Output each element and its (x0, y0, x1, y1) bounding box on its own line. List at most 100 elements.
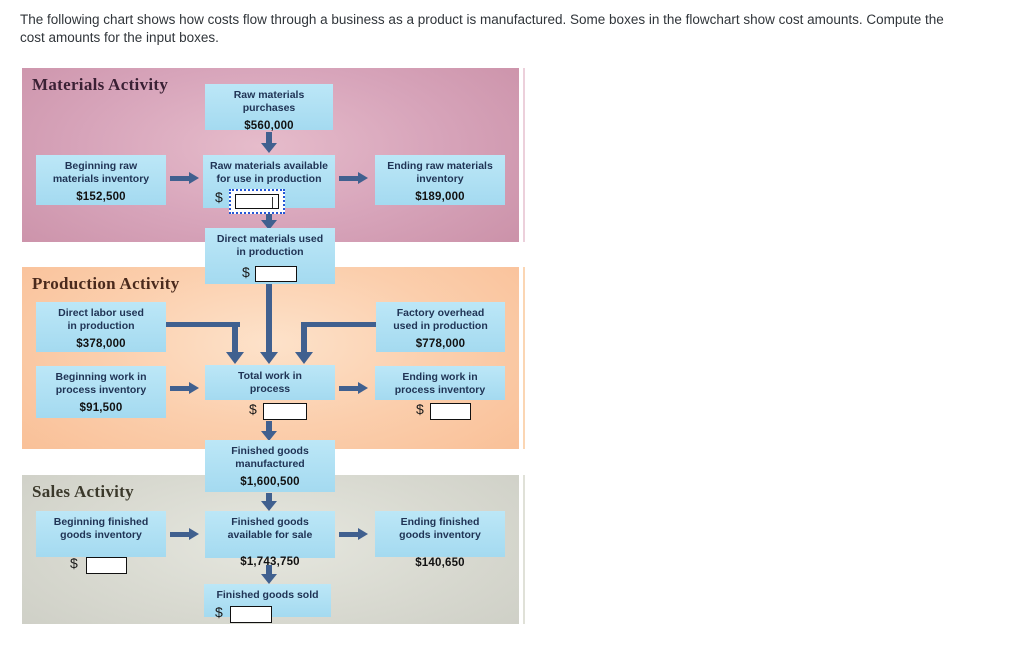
node-amount: $152,500 (76, 191, 126, 203)
beginning-wip-box: Beginning work in process inventory $91,… (36, 366, 166, 418)
node-label-line: goods inventory (60, 529, 142, 541)
node-label-line: Ending raw materials (387, 160, 493, 172)
elbow-arrow-icon (301, 322, 376, 327)
direct-labor-box: Direct labor used in production $378,000 (36, 302, 166, 352)
arrow-right-icon (170, 532, 190, 537)
node-label-line: inventory (416, 173, 464, 185)
node-label-line: manufactured (235, 458, 305, 470)
node-label-line: Raw materials available (210, 160, 328, 172)
currency-label: $ (215, 604, 223, 620)
arrow-down-head-icon (260, 352, 278, 364)
node-label-line: Finished goods sold (216, 589, 319, 601)
node-amount: $560,000 (244, 120, 294, 132)
node-label-line: Beginning finished (53, 516, 149, 528)
node-label-line: Direct labor used (58, 307, 144, 319)
node-label-line: for use in production (216, 173, 322, 185)
arrow-right-head-icon (189, 382, 199, 394)
node-label-line: Ending work in (402, 371, 478, 383)
production-activity-title: Production Activity (32, 274, 180, 293)
beginning-finished-goods-input[interactable] (86, 557, 127, 574)
node-label-line: goods inventory (399, 529, 481, 541)
arrow-right-icon (339, 176, 359, 181)
ending-finished-goods-box: Ending finished goods inventory (375, 511, 505, 557)
finished-goods-manufactured-box: Finished goods manufactured $1,600,500 (205, 440, 335, 492)
ending-wip-box: Ending work in process inventory (375, 366, 505, 400)
elbow-arrow-icon (166, 322, 240, 327)
ending-finished-goods-amount: $140,650 (415, 557, 465, 569)
arrow-down-icon (266, 214, 272, 221)
arrow-right-head-icon (358, 172, 368, 184)
node-label-line: Beginning work in (55, 371, 147, 383)
node-amount: $1,600,500 (240, 476, 300, 488)
node-label-line: Finished goods (231, 445, 309, 457)
arrow-right-head-icon (189, 172, 199, 184)
raw-materials-purchases-box: Raw materials purchases $560,000 (205, 84, 333, 132)
finished-goods-available-box: Finished goods available for sale (205, 511, 335, 558)
arrow-down-head-icon (261, 501, 277, 511)
arrow-down-head-icon (261, 431, 277, 441)
arrow-right-icon (339, 532, 359, 537)
currency-label: $ (242, 264, 250, 280)
arrow-down-head-icon (261, 574, 277, 584)
arrow-right-head-icon (358, 528, 368, 540)
arrow-right-head-icon (358, 382, 368, 394)
node-label-line: in production (67, 320, 135, 332)
direct-materials-used-input[interactable] (255, 266, 297, 282)
elbow-arrow-icon (301, 322, 307, 354)
arrow-down-head-icon (261, 220, 277, 230)
node-label-line: process inventory (55, 384, 147, 396)
node-label-line: purchases (242, 102, 296, 114)
currency-label: $ (70, 555, 78, 571)
instructions-text: The following chart shows how costs flow… (20, 12, 944, 45)
ending-raw-materials-box: Ending raw materials inventory $189,000 (375, 155, 505, 205)
raw-materials-available-input[interactable] (235, 194, 279, 209)
direct-materials-used-box: Direct materials used in production (205, 228, 335, 284)
node-label-line: Raw materials (233, 89, 305, 101)
sales-activity-title: Sales Activity (32, 482, 134, 501)
arrow-down-head-icon (261, 143, 277, 153)
arrow-down-head-icon (226, 352, 244, 364)
focus-ring (229, 189, 285, 214)
sales-band-edge (523, 475, 525, 624)
arrow-down-icon (266, 284, 272, 354)
node-label-line: available for sale (227, 529, 313, 541)
arrow-down-icon (266, 493, 272, 502)
node-amount: $778,000 (415, 338, 466, 350)
node-label-line: Total work in (238, 370, 302, 382)
total-wip-box: Total work in process (205, 365, 335, 400)
node-amount: $378,000 (76, 338, 126, 350)
node-label-line: Finished goods (231, 516, 309, 528)
node-label-line: Beginning raw (64, 160, 138, 172)
arrow-down-icon (266, 132, 272, 144)
currency-label: $ (416, 401, 424, 417)
node-label-line: process (249, 383, 291, 395)
node-label-line: in production (236, 246, 304, 258)
arrow-down-icon (266, 565, 272, 576)
node-label-line: process inventory (394, 384, 486, 396)
currency-label: $ (215, 189, 223, 205)
arrow-down-head-icon (295, 352, 313, 364)
currency-label: $ (249, 401, 257, 417)
materials-activity-title: Materials Activity (32, 75, 169, 94)
finished-goods-available-amount: $1,743,750 (240, 556, 300, 568)
arrow-right-icon (170, 176, 190, 181)
production-band-edge (523, 267, 525, 449)
factory-overhead-box: Factory overhead used in production $778… (376, 302, 505, 352)
node-label-line: Direct materials used (216, 233, 324, 245)
arrow-down-icon (266, 421, 272, 432)
finished-goods-sold-input[interactable] (230, 606, 272, 623)
beginning-finished-goods-box: Beginning finished goods inventory (36, 511, 166, 557)
beginning-raw-materials-box: Beginning raw materials inventory $152,5… (36, 155, 166, 205)
ending-wip-input[interactable] (430, 403, 471, 420)
node-label-line: used in production (393, 320, 488, 332)
node-amount: $91,500 (79, 402, 123, 414)
materials-band-edge (523, 68, 525, 242)
text-caret (271, 197, 273, 208)
arrow-right-icon (339, 386, 359, 391)
node-label-line: Factory overhead (396, 307, 485, 319)
elbow-arrow-icon (232, 322, 238, 354)
node-label-line: Ending finished (400, 516, 480, 528)
total-wip-input[interactable] (263, 403, 307, 420)
arrow-right-head-icon (189, 528, 199, 540)
